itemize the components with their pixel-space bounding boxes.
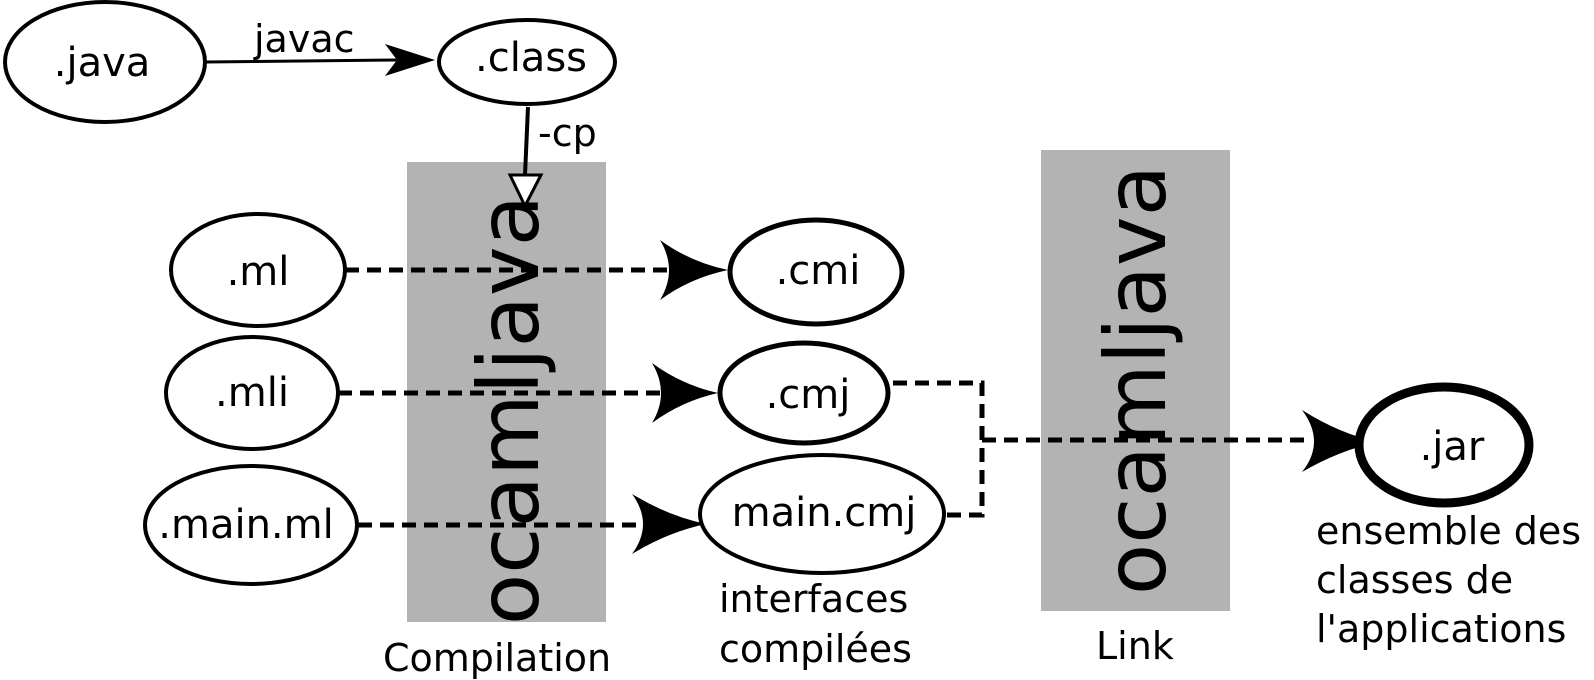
caption-jar-line2: classes de xyxy=(1316,558,1513,602)
svg-text:.ml: .ml xyxy=(227,249,290,295)
node-java: .java xyxy=(3,0,207,124)
compilation-tool-label: ocamljava xyxy=(460,195,558,625)
node-ml: .ml xyxy=(169,212,347,328)
edge-javac xyxy=(204,44,435,76)
edge-label-cp: -cp xyxy=(538,111,597,155)
edge-link-merge xyxy=(893,380,1378,518)
node-class: .class xyxy=(437,18,617,106)
svg-text:.class: .class xyxy=(475,35,587,81)
node-main-cmj: main.cmj xyxy=(698,453,946,575)
svg-text:main.cmj: main.cmj xyxy=(732,490,917,536)
edge-mli-cmj xyxy=(338,363,718,423)
compilation-box xyxy=(407,162,606,622)
link-tool-label: ocamljava xyxy=(1087,165,1185,595)
edge-label-javac: javac xyxy=(253,17,355,61)
svg-text:.java: .java xyxy=(54,40,151,86)
node-main-ml: .main.ml xyxy=(143,464,359,586)
node-cmi: .cmi xyxy=(727,217,905,327)
svg-text:.mli: .mli xyxy=(215,370,289,416)
caption-interfaces-line2: compilées xyxy=(719,627,912,671)
svg-text:.cmi: .cmi xyxy=(776,248,861,294)
edge-cp xyxy=(507,106,544,210)
node-cmj: .cmj xyxy=(717,340,891,446)
link-box xyxy=(1041,150,1230,611)
svg-text:.jar: .jar xyxy=(1420,424,1485,470)
svg-text:.cmj: .cmj xyxy=(766,372,851,418)
caption-jar-line3: l'applications xyxy=(1316,607,1566,651)
caption-link: Link xyxy=(1096,624,1174,668)
caption-compilation: Compilation xyxy=(383,636,611,680)
edge-ml-cmi xyxy=(345,240,728,300)
node-mli: .mli xyxy=(164,335,340,451)
caption-jar-line1: ensemble des xyxy=(1316,509,1581,553)
node-jar: .jar xyxy=(1354,382,1534,508)
caption-interfaces-line1: interfaces xyxy=(719,577,908,621)
edge-mainml-maincmj xyxy=(358,494,706,554)
svg-text:.main.ml: .main.ml xyxy=(158,502,333,548)
